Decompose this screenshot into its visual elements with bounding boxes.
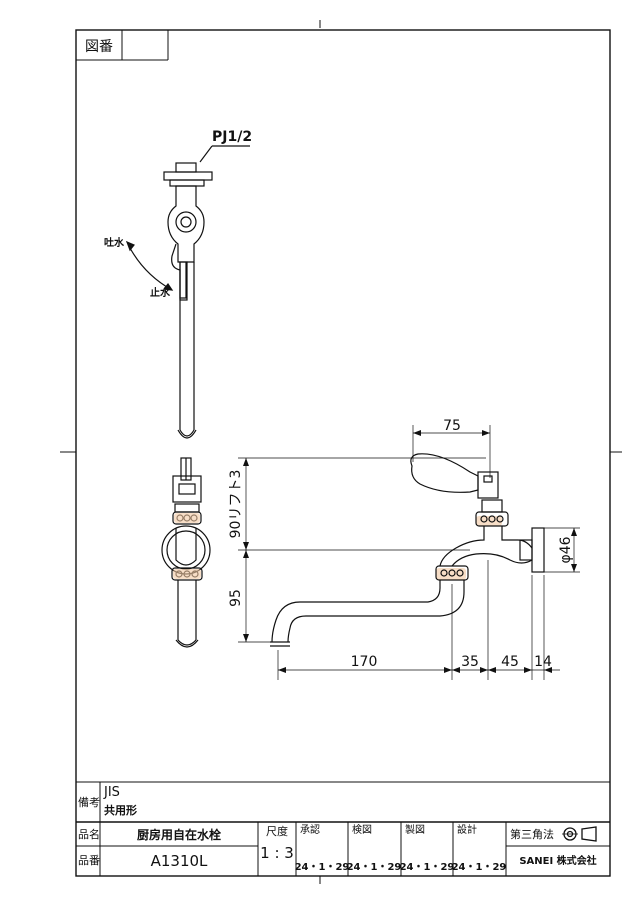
- dim-90-lift: 90リフト3: [228, 470, 244, 539]
- draw-label: 製図: [405, 823, 425, 836]
- dimension-arrows: [243, 430, 577, 673]
- dim-35: 35: [461, 654, 479, 670]
- approve-date: 24・1・29: [295, 862, 350, 873]
- company-name: SANEI 株式会社: [519, 854, 596, 867]
- bikou-label: 備考: [78, 796, 100, 809]
- thread-label: PJ1/2: [212, 129, 252, 145]
- scale-value: 1 : 3: [260, 844, 294, 862]
- front-view: [161, 457, 211, 648]
- check-date: 24・1・29: [347, 862, 402, 873]
- zuban-label: 図番: [85, 39, 113, 55]
- top-view: [125, 145, 250, 439]
- dim-14: 14: [534, 654, 552, 670]
- dim-45: 45: [501, 654, 519, 670]
- projection-label: 第三角法: [510, 827, 554, 841]
- third-angle-projection-icon: [562, 826, 597, 842]
- approve-label: 承認: [300, 823, 320, 836]
- bikou-line2: 共用形: [104, 803, 137, 817]
- check-label: 検図: [352, 823, 372, 836]
- dim-phi46: φ46: [558, 536, 574, 563]
- side-view: [270, 453, 545, 647]
- hinmei-label: 品名: [78, 827, 100, 841]
- sheet-border: [75, 29, 611, 877]
- dim-95: 95: [228, 589, 244, 607]
- design-label: 設計: [457, 823, 477, 836]
- scale-label: 尺度: [266, 824, 288, 838]
- design-date: 24・1・29: [452, 862, 507, 873]
- hinban-label: 品番: [78, 854, 100, 867]
- title-block: [76, 781, 610, 876]
- hinmei-value: 厨房用自在水栓: [137, 827, 221, 842]
- dim-75: 75: [443, 418, 461, 434]
- hinban-value: A1310L: [151, 852, 208, 870]
- stop-water-label: 止水: [150, 286, 171, 299]
- draw-date: 24・1・29: [400, 862, 455, 873]
- bikou-line1: JIS: [103, 785, 120, 800]
- dim-170: 170: [351, 654, 378, 670]
- spout-water-label: 吐水: [104, 236, 125, 249]
- drawing-number-box: 図番: [76, 30, 169, 61]
